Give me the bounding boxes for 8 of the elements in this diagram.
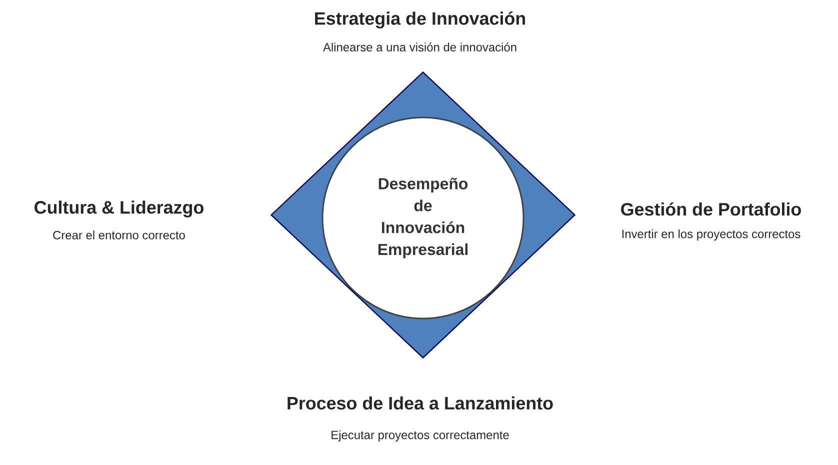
heading: Estrategia de Innovación xyxy=(315,12,525,28)
heading: Proceso de Idea a Lanzamiento xyxy=(288,396,553,410)
heading: Cultura & Liderazgo xyxy=(34,200,204,218)
subtitle: Ejecutar proyectos correctamente xyxy=(332,430,509,442)
subtitle: Crear el entorno correcto xyxy=(53,230,185,240)
heading: Gestión de Portafolio xyxy=(621,202,801,216)
subtitle: Alinearse a una visión de innovación xyxy=(323,42,516,52)
subtitle: Invertir en los proyectos correctos xyxy=(622,229,800,241)
